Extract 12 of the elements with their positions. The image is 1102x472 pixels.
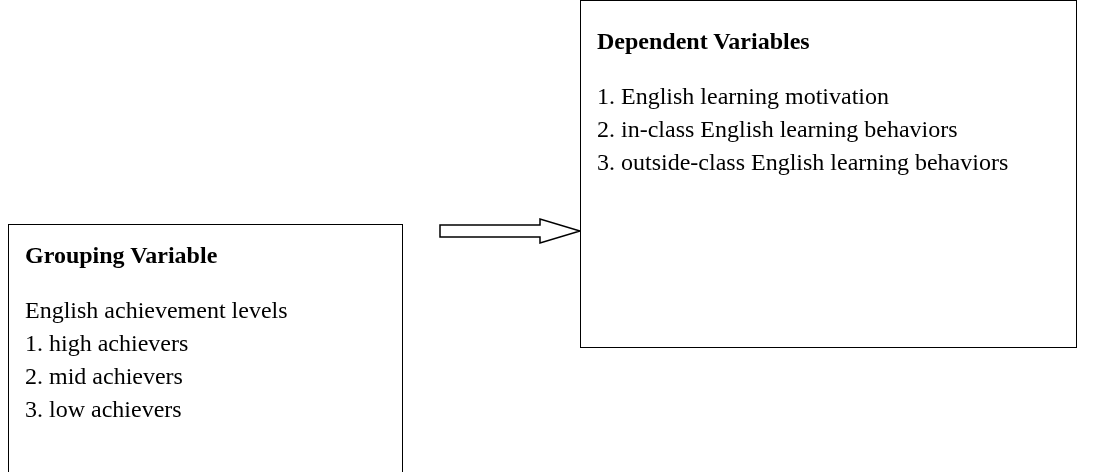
text-box	[580, 0, 1077, 348]
list-item: 1. high achievers	[25, 329, 189, 358]
text-box	[8, 224, 403, 472]
box-heading: Grouping Variable	[25, 241, 219, 270]
list-item: 3. outside-class English learning behaviors	[597, 148, 1009, 177]
description-text: English achievement levels	[25, 296, 288, 325]
list-item: 2. in-class English learning behaviors	[597, 115, 958, 144]
block-arrow	[439, 218, 583, 244]
box-heading: Dependent Variables	[597, 27, 811, 56]
list-item: 3. low achievers	[25, 395, 182, 424]
list-item: 2. mid achievers	[25, 362, 183, 391]
list-item: 1. English learning motivation	[597, 82, 889, 111]
